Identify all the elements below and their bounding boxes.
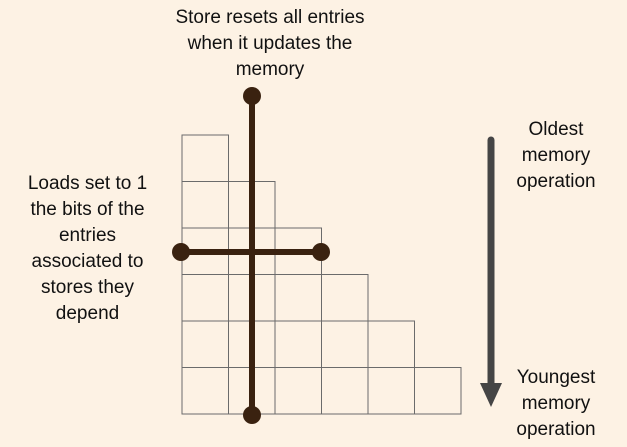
matrix-cell (414, 367, 462, 415)
oldest-label-line: Oldest (528, 119, 584, 140)
matrix-cell (274, 274, 322, 322)
triangular-matrix-grid (181, 134, 462, 415)
youngest-label-line: memory (521, 393, 591, 414)
store-reset-label-line: memory (235, 59, 305, 80)
matrix-cell (367, 320, 415, 368)
oldest-label-line: memory (521, 145, 591, 166)
matrix-cell (181, 320, 229, 368)
matrix-cell (274, 367, 322, 415)
youngest-label-line: Youngest (516, 367, 596, 388)
matrix-cell (181, 274, 229, 322)
store-bar-top-endpoint (243, 87, 261, 105)
load-bar-left-endpoint (172, 243, 190, 261)
oldest-label-line: operation (516, 171, 596, 192)
matrix-cell (181, 367, 229, 415)
matrix-cell (181, 181, 229, 229)
matrix-cell (367, 367, 415, 415)
store-reset-label: Store resets all entries when it updates… (140, 5, 400, 83)
matrix-cell (321, 274, 369, 322)
loads-set-label-line: stores they (41, 277, 134, 298)
matrix-cell (321, 367, 369, 415)
loads-set-label-line: Loads set to 1 (27, 173, 148, 194)
matrix-cell (274, 320, 322, 368)
store-bar-bottom-endpoint (243, 406, 261, 424)
store-reset-label-line: when it updates the (187, 33, 353, 54)
loads-set-label-line: associated to (31, 251, 144, 272)
loads-set-label-line: entries (58, 225, 117, 246)
matrix-cell (181, 134, 229, 182)
loads-set-label-line: the bits of the (30, 199, 145, 220)
youngest-operation-label: Youngest memory operation (500, 365, 612, 443)
matrix-cell (321, 320, 369, 368)
youngest-label-line: operation (516, 419, 596, 440)
age-order-arrow-head (480, 383, 502, 407)
load-bar-right-endpoint (312, 243, 330, 261)
loads-set-label-line: depend (55, 303, 120, 324)
loads-set-label: Loads set to 1 the bits of the entries a… (5, 171, 170, 327)
oldest-operation-label: Oldest memory operation (500, 117, 612, 195)
store-reset-label-line: Store resets all entries (175, 7, 365, 28)
